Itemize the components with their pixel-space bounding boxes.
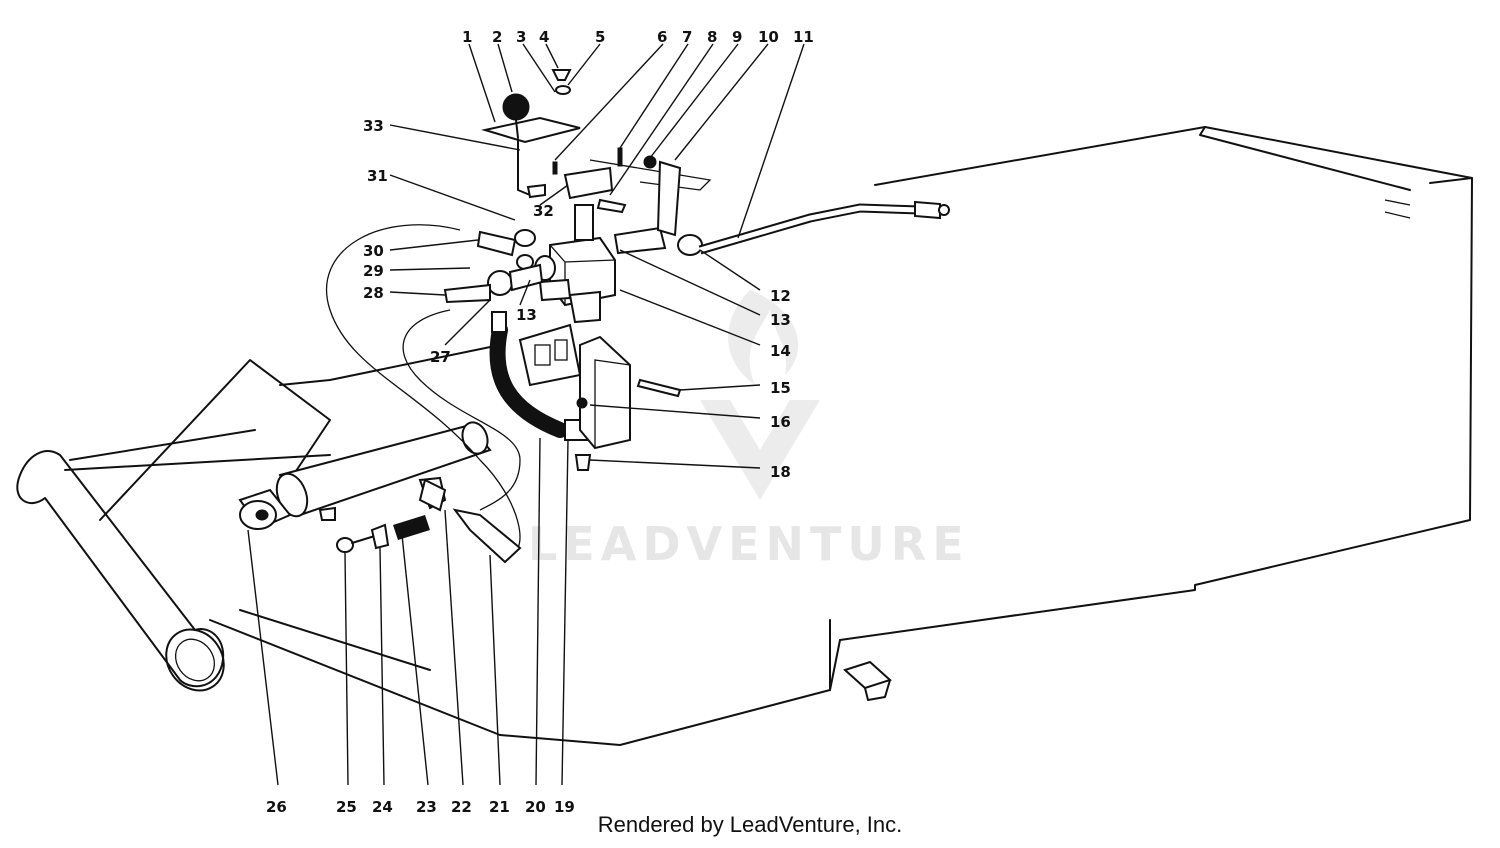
- callout-13-left: 13: [516, 306, 537, 324]
- callout-25: 25: [336, 798, 357, 816]
- deck-frame: [64, 126, 1473, 746]
- bracket: [518, 323, 682, 471]
- callout-2: 2: [492, 28, 502, 46]
- callout-26: 26: [266, 798, 287, 816]
- callout-5: 5: [595, 28, 605, 46]
- callout-13-right: 13: [770, 311, 791, 329]
- callout-3: 3: [516, 28, 526, 46]
- callout-4: 4: [539, 28, 549, 46]
- callout-1: 1: [462, 28, 472, 46]
- callout-11: 11: [793, 28, 814, 46]
- callout-8: 8: [707, 28, 717, 46]
- footer-credit: Rendered by LeadVenture, Inc.: [597, 812, 903, 837]
- callout-33: 33: [363, 117, 384, 135]
- callout-15: 15: [770, 379, 791, 397]
- callout-23: 23: [416, 798, 437, 816]
- callout-9: 9: [732, 28, 742, 46]
- watermark: LEADVENTURE: [528, 290, 970, 571]
- roller: [16, 359, 331, 692]
- callout-10: 10: [758, 28, 779, 46]
- callout-27: 27: [430, 348, 451, 366]
- cylinder-fittings: [336, 515, 430, 553]
- callout-12: 12: [770, 287, 791, 305]
- callout-31: 31: [367, 167, 388, 185]
- callout-18: 18: [770, 463, 791, 481]
- watermark-text: LEADVENTURE: [528, 517, 970, 571]
- leader-lines: [247, 43, 805, 786]
- callout-28: 28: [363, 284, 384, 302]
- callout-21: 21: [489, 798, 510, 816]
- callout-29: 29: [363, 262, 384, 280]
- hydraulic-cylinder: [238, 421, 492, 530]
- callout-14: 14: [770, 342, 791, 360]
- hydraulic-line: [698, 200, 950, 255]
- callout-20: 20: [525, 798, 546, 816]
- callout-numbers: 1 2 3 4 5 6 7 8 9 10 11 12 13 13 14 15 1…: [266, 28, 814, 816]
- callout-30: 30: [363, 242, 384, 260]
- callout-6: 6: [657, 28, 667, 46]
- callout-16: 16: [770, 413, 791, 431]
- callout-24: 24: [372, 798, 393, 816]
- callout-32: 32: [533, 202, 554, 220]
- callout-7: 7: [682, 28, 692, 46]
- callout-22: 22: [451, 798, 472, 816]
- callout-19: 19: [554, 798, 575, 816]
- control-lever: [481, 69, 712, 237]
